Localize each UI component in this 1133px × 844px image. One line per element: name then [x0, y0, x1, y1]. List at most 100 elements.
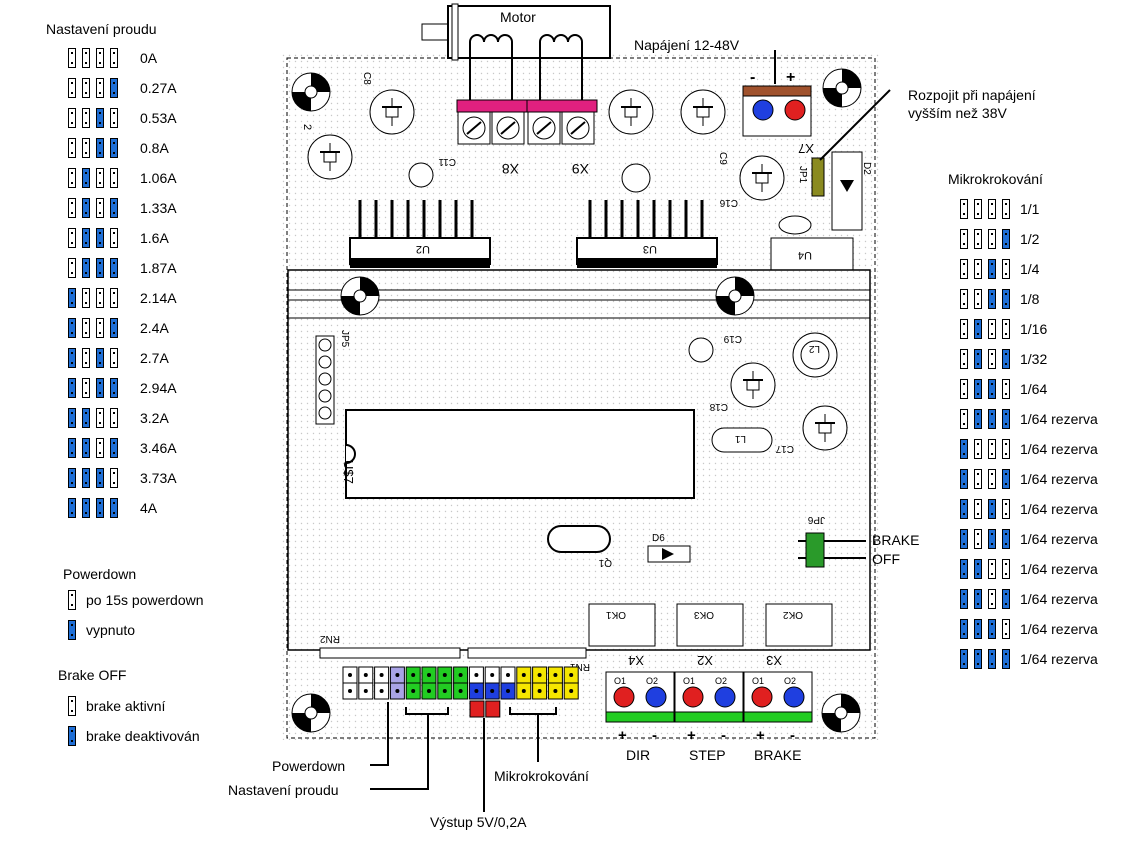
- microstep-row-label: 1/16: [1020, 321, 1048, 337]
- jumper-off: [960, 379, 968, 399]
- microstep-row: 1/64 rezerva: [960, 647, 1098, 671]
- jumper-on: [68, 318, 76, 338]
- brake-legend-item-label: brake aktivní: [86, 698, 166, 714]
- jumper-off: [974, 439, 982, 459]
- jumper-off: [974, 469, 982, 489]
- jumper-on: [110, 138, 118, 158]
- jumper-off: [988, 469, 996, 489]
- jumper-on: [96, 468, 104, 488]
- u3-driver: U3: [576, 200, 718, 268]
- svg-text:X3: X3: [766, 653, 782, 668]
- jumper-off: [68, 228, 76, 248]
- jumper-on: [110, 318, 118, 338]
- jumper-on: [988, 409, 996, 429]
- jumper-off: [68, 696, 76, 716]
- jumper-on: [988, 499, 996, 519]
- mount-hole-bottom-right: [821, 693, 861, 733]
- microstep-row: 1/64 rezerva: [960, 557, 1098, 581]
- jumper-on: [988, 289, 996, 309]
- microstep-row: 1/32: [960, 347, 1047, 371]
- disconnect-note-1: Rozpojit při napájení: [908, 87, 1036, 103]
- jumper-on: [82, 198, 90, 218]
- current-row-label: 2.7A: [140, 350, 169, 366]
- x9-label: X9: [572, 161, 589, 177]
- x8-screw-1: [457, 111, 491, 145]
- current-row-label: 3.73A: [140, 470, 177, 486]
- current-settings-title: Nastavení proudu: [46, 21, 157, 37]
- jumper-off: [974, 499, 982, 519]
- svg-text:+: +: [618, 727, 627, 744]
- jumper-off: [110, 48, 118, 68]
- jumper-on: [1002, 589, 1010, 609]
- crystal-q1: [547, 525, 611, 553]
- current-row-label: 3.2A: [140, 410, 169, 426]
- svg-text:OK2: OK2: [783, 609, 803, 620]
- powerdown-legend-item-label: po 15s powerdown: [86, 592, 204, 608]
- current-row-label: 1.33A: [140, 200, 177, 216]
- current-row: 2.7A: [68, 346, 169, 370]
- jumper-off: [1002, 559, 1010, 579]
- microstep-row: 1/64 rezerva: [960, 527, 1098, 551]
- microstep-row: 1/1: [960, 197, 1039, 221]
- power-label: Napájení 12-48V: [634, 37, 740, 53]
- callout-microstep: Mikrokrokování: [494, 768, 589, 784]
- jumper-off: [68, 138, 76, 158]
- jumper-off: [960, 199, 968, 219]
- jumper-on: [68, 408, 76, 428]
- microstep-row: 1/8: [960, 287, 1039, 311]
- c11-label: C11: [438, 156, 456, 167]
- jumper-on: [960, 439, 968, 459]
- optocoupler-ok2: OK2: [765, 603, 833, 647]
- inductor-l1: [711, 427, 773, 453]
- svg-text:O2: O2: [715, 676, 727, 686]
- microstep-row: 1/16: [960, 317, 1047, 341]
- jumper-on: [974, 559, 982, 579]
- jumper-off: [110, 108, 118, 128]
- jumper-on: [96, 138, 104, 158]
- jumper-off: [1002, 259, 1010, 279]
- jumper-off: [68, 168, 76, 188]
- u2-driver: U2: [349, 200, 491, 268]
- d2-label: D2: [861, 162, 872, 175]
- jumper-off: [988, 349, 996, 369]
- jumper-off: [960, 259, 968, 279]
- jumper-off: [960, 229, 968, 249]
- microstep-row-label: 1/64 rezerva: [1020, 471, 1098, 487]
- powerdown-legend-item-label: vypnuto: [86, 622, 136, 638]
- jumper-on: [96, 258, 104, 278]
- jumper-on: [1002, 409, 1010, 429]
- rn2-label: RN2: [320, 633, 340, 644]
- jumper-on: [96, 378, 104, 398]
- jumper-on: [110, 498, 118, 518]
- jumper-on: [96, 498, 104, 518]
- brake-legend-item-label: brake deaktivován: [86, 728, 200, 744]
- jp5-pin-4: [318, 389, 332, 403]
- jumper-off: [960, 349, 968, 369]
- current-row: 1.6A: [68, 226, 169, 250]
- current-row: 2.4A: [68, 316, 169, 340]
- microstep-row-label: 1/64 rezerva: [1020, 621, 1098, 637]
- jumper-on: [1002, 229, 1010, 249]
- x7-label: X7: [798, 141, 814, 156]
- microstep-row: 1/64 rezerva: [960, 407, 1098, 431]
- jumper-off: [110, 168, 118, 188]
- cap-c16: [739, 155, 785, 201]
- mount-hole-top-right: [822, 68, 862, 108]
- microstepping-title: Mikrokrokování: [948, 171, 1043, 187]
- microstep-row-label: 1/4: [1020, 261, 1040, 277]
- mcu-u7: [345, 409, 695, 499]
- current-row: 0.8A: [68, 136, 169, 160]
- current-row: 0.27A: [68, 76, 177, 100]
- heatsink-mount-left: [340, 276, 380, 316]
- jumper-on: [82, 228, 90, 248]
- microstep-row-label: 1/8: [1020, 291, 1040, 307]
- l2-label: L2: [808, 343, 820, 354]
- callout-output: Výstup 5V/0,2A: [430, 814, 527, 830]
- jumper-on: [68, 620, 76, 640]
- jumper-on: [960, 499, 968, 519]
- jumper-off: [68, 108, 76, 128]
- jp1-label: JP1: [797, 166, 808, 184]
- current-row: 1.87A: [68, 256, 177, 280]
- jumper-off: [1002, 319, 1010, 339]
- c8-label: C8: [361, 72, 372, 85]
